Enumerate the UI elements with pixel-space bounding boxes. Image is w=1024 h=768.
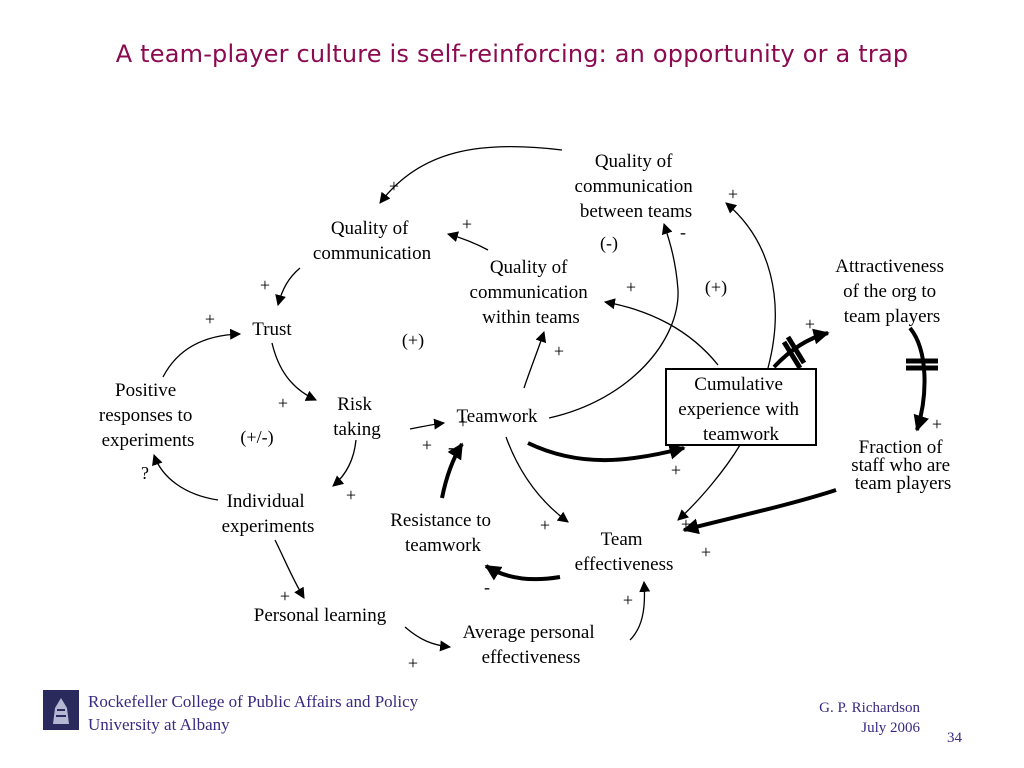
link-cumulative-teameff [677,444,741,521]
polarity-label: + [681,514,691,534]
node-risk-taking: Risk taking [333,394,381,440]
link-cumulative-qcbetween [725,202,776,369]
link-trust-risk [271,342,317,401]
polarity-label: + [932,414,942,434]
node-trust: Trust [252,319,292,340]
polarity-label: - [448,437,454,457]
node-teamwork: Teamwork [457,406,538,427]
link-qcwithin-qc [446,231,489,251]
polarity-label: + [389,176,399,196]
link-individual-positive [152,453,219,501]
node-qc-between: Quality of communication between teams [575,151,698,222]
link-qcbetween-qc [379,145,563,204]
polarity-label: + [408,653,418,673]
loop-label: (+) [402,330,424,351]
polarity-label: + [458,412,468,432]
polarity-label: + [671,460,681,480]
polarity-label: + [278,393,288,413]
polarity-label: + [554,341,564,361]
footer-organization: Rockefeller College of Public Affairs an… [88,690,418,736]
delay-mark-cumulative-attractiveness-2 [781,340,803,370]
node-personal-learning: Personal learning [254,605,387,626]
polarity-label: + [701,542,711,562]
footer-author: G. P. Richardson [819,700,920,716]
loop-label: (+/-) [240,427,273,448]
polarity-label: + [280,586,290,606]
link-attractiveness-fraction [908,326,929,432]
polarity-label: + [205,309,215,329]
link-fraction-teameff [682,488,837,535]
link-personal-avgpersonal [404,626,452,652]
link-teameff-resistance [484,564,561,582]
node-individual-experiments: Individual experiments [222,491,315,537]
node-qc: Quality of communication [313,218,432,264]
node-qc-within: Quality of communication within teams [470,257,593,328]
node-cumulative-experience: Cumulative experience with teamwork [678,374,804,445]
link-teamwork-qcwithin [523,330,547,389]
node-positive-responses: Positive responses to experiments [99,380,197,451]
delay-marks [781,335,938,371]
node-resistance: Resistance to teamwork [390,510,496,556]
link-teamwork-cumulative [527,441,686,463]
node-attractiveness: Attractiveness of the org to team player… [835,256,948,327]
polarity-label: + [260,275,270,295]
polarity-label: - [484,577,490,597]
polarity-label: + [728,184,738,204]
university-seal-logo [43,690,79,730]
loop-label: (-) [600,233,618,254]
link-resistance-teamwork [440,442,464,499]
link-individual-personal [274,539,305,599]
polarity-label: + [462,214,472,234]
polarity-label: + [623,590,633,610]
polarity-label: ? [141,463,149,483]
delay-mark-cumulative-attractiveness [785,335,807,365]
link-cumulative-attractiveness [772,328,830,369]
node-team-effectiveness: Team effectiveness [575,529,674,575]
link-teamwork-qcbetween [548,222,679,419]
polarity-label: + [346,485,356,505]
polarity-label: + [422,435,432,455]
footer-author-block: G. P. Richardson July 2006 [819,698,920,738]
thin-links [152,145,776,652]
node-avg-personal-effectiveness: Average personal effectiveness [463,622,600,668]
footer-date: July 2006 [861,720,920,736]
polarity-label: + [626,277,636,297]
link-qc-trust [275,267,301,307]
link-risk-teamwork [409,418,446,430]
loop-label: (+) [705,277,727,298]
link-risk-individual [332,439,357,487]
polarity-label: - [680,222,686,242]
link-cumulative-qcwithin [603,298,719,366]
node-fraction-team-players: Fraction of staff who are team players [851,437,955,494]
link-teamwork-teameff [505,436,569,523]
footer-org-line1: Rockefeller College of Public Affairs an… [88,692,419,711]
bold-links [440,326,929,582]
slide-title: A team-player culture is self-reinforcin… [115,40,909,68]
polarity-label: + [540,515,550,535]
cumulative-box [665,368,817,446]
link-positive-trust [162,328,242,378]
polarity-label: + [805,314,815,334]
link-avgpersonal-teameff [629,580,651,641]
footer-org-line2: University at Albany [88,715,230,734]
page-number: 34 [947,730,962,746]
